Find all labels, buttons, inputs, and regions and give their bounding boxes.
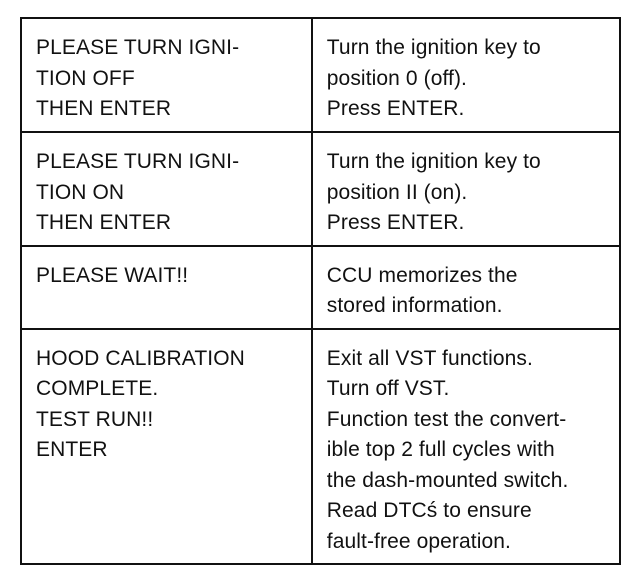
- action-line: position II (on).: [326, 180, 468, 204]
- action-line: Turn the ignition key to: [326, 150, 541, 173]
- display-message-line: HOOD CALIBRATION: [36, 346, 245, 370]
- display-message-cell: HOOD CALIBRATION COMPLETE. TEST RUN!! EN…: [20, 327, 313, 565]
- display-message-line: TEST RUN!!: [36, 407, 154, 431]
- display-message-line: PLEASE WAIT!!: [36, 263, 189, 287]
- action-cell: CCU memorizes the stored information.: [310, 244, 622, 330]
- action-line: CCU memorizes the: [326, 263, 518, 287]
- action-line: fault-free operation.: [326, 529, 511, 553]
- action-line: Function test the convert-: [326, 407, 567, 431]
- table-row: PLEASE TURN IGNI- TION OFF THEN ENTER Tu…: [20, 17, 622, 133]
- display-message-cell: PLEASE TURN IGNI- TION OFF THEN ENTER: [20, 17, 313, 133]
- procedure-table: PLEASE TURN IGNI- TION OFF THEN ENTER Tu…: [20, 17, 622, 565]
- action-line: Turn off VST.: [326, 377, 450, 400]
- action-cell: Exit all VST functions. Turn off VST. Fu…: [310, 327, 622, 565]
- display-message-cell: PLEASE WAIT!!: [20, 244, 313, 330]
- display-message-line: TION OFF: [36, 66, 135, 90]
- action-line: stored information.: [326, 294, 503, 317]
- action-line: Press ENTER.: [326, 97, 465, 120]
- display-message-line: PLEASE TURN IGNI-: [36, 36, 240, 59]
- action-line: ible top 2 full cycles with: [326, 438, 555, 461]
- action-line: the dash-mounted switch.: [326, 468, 569, 492]
- display-message-line: PLEASE TURN IGNI-: [36, 150, 240, 173]
- action-cell: Turn the ignition key to position II (on…: [310, 131, 622, 247]
- action-line: Press ENTER.: [326, 211, 465, 234]
- display-message-line: THEN ENTER: [36, 211, 172, 234]
- action-line: Turn the ignition key to: [326, 36, 541, 59]
- display-message-line: THEN ENTER: [36, 97, 172, 120]
- table-row: HOOD CALIBRATION COMPLETE. TEST RUN!! EN…: [20, 327, 622, 565]
- action-cell: Turn the ignition key to position 0 (off…: [310, 17, 622, 133]
- display-message-line: TION ON: [36, 180, 125, 204]
- display-message-line: ENTER: [36, 438, 108, 461]
- action-line: Exit all VST functions.: [326, 346, 533, 370]
- table-row: PLEASE TURN IGNI- TION ON THEN ENTER Tur…: [20, 131, 622, 247]
- display-message-cell: PLEASE TURN IGNI- TION ON THEN ENTER: [20, 131, 313, 247]
- action-line: position 0 (off).: [326, 66, 467, 90]
- action-line: Read DTCś to ensure: [326, 499, 532, 522]
- display-message-line: COMPLETE.: [36, 377, 159, 400]
- table-row: PLEASE WAIT!! CCU memorizes the stored i…: [20, 244, 622, 330]
